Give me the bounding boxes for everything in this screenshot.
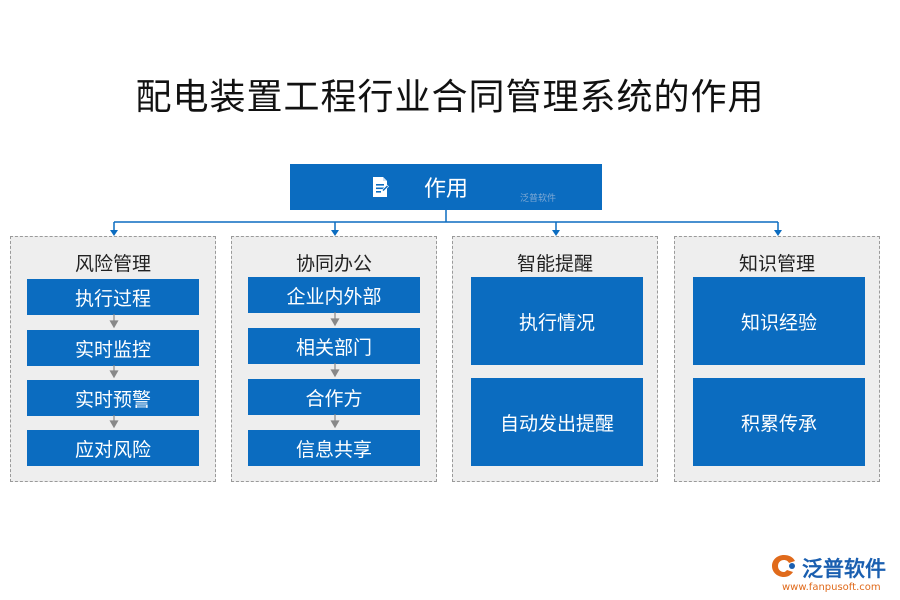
group-smart-reminder: 智能提醒 执行情况 自动发出提醒	[452, 236, 658, 482]
group-risk-management: 风险管理 执行过程 实时监控 实时预警 应对风险	[10, 236, 216, 482]
arrow-down-icon	[109, 420, 119, 429]
step-box: 执行过程	[27, 279, 199, 315]
feature-box: 自动发出提醒	[471, 378, 643, 466]
arrow-down-icon	[330, 420, 340, 429]
arrow-down-icon	[330, 318, 340, 327]
arrow-down-icon	[110, 230, 118, 236]
step-box: 应对风险	[27, 430, 199, 466]
root-node: 作用	[290, 164, 602, 210]
group-title: 智能提醒	[516, 253, 593, 275]
brand-url[interactable]: www.fanpusoft.com	[782, 582, 881, 593]
arrow-down-icon	[552, 230, 560, 236]
arrow-down-icon	[109, 320, 119, 329]
step-box: 信息共享	[248, 430, 420, 466]
group-knowledge-management: 知识管理 知识经验 积累传承	[674, 236, 880, 482]
document-icon	[370, 176, 390, 204]
group-title: 风险管理	[74, 253, 151, 275]
step-box: 实时预警	[27, 380, 199, 416]
group-collaborative-office: 协同办公 企业内外部 相关部门 合作方 信息共享	[231, 236, 437, 482]
brand-logo: 泛普软件	[770, 553, 886, 583]
fanpu-logo-icon	[770, 553, 798, 583]
feature-box: 执行情况	[471, 277, 643, 365]
step-box: 合作方	[248, 379, 420, 415]
step-box: 企业内外部	[248, 277, 420, 313]
arrow-down-icon	[774, 230, 782, 236]
arrow-down-icon	[331, 230, 339, 236]
arrow-down-icon	[330, 369, 340, 378]
step-box: 实时监控	[27, 330, 199, 366]
brand-name: 泛普软件	[802, 557, 886, 581]
step-box: 相关部门	[248, 328, 420, 364]
feature-box: 知识经验	[693, 277, 865, 365]
page-title: 配电装置工程行业合同管理系统的作用	[135, 77, 765, 118]
group-title: 协同办公	[295, 253, 372, 275]
group-title: 知识管理	[738, 253, 815, 275]
feature-box: 积累传承	[693, 378, 865, 466]
root-label: 作用	[423, 177, 468, 202]
watermark-text: 泛普软件	[520, 194, 557, 204]
arrow-down-icon	[109, 370, 119, 379]
